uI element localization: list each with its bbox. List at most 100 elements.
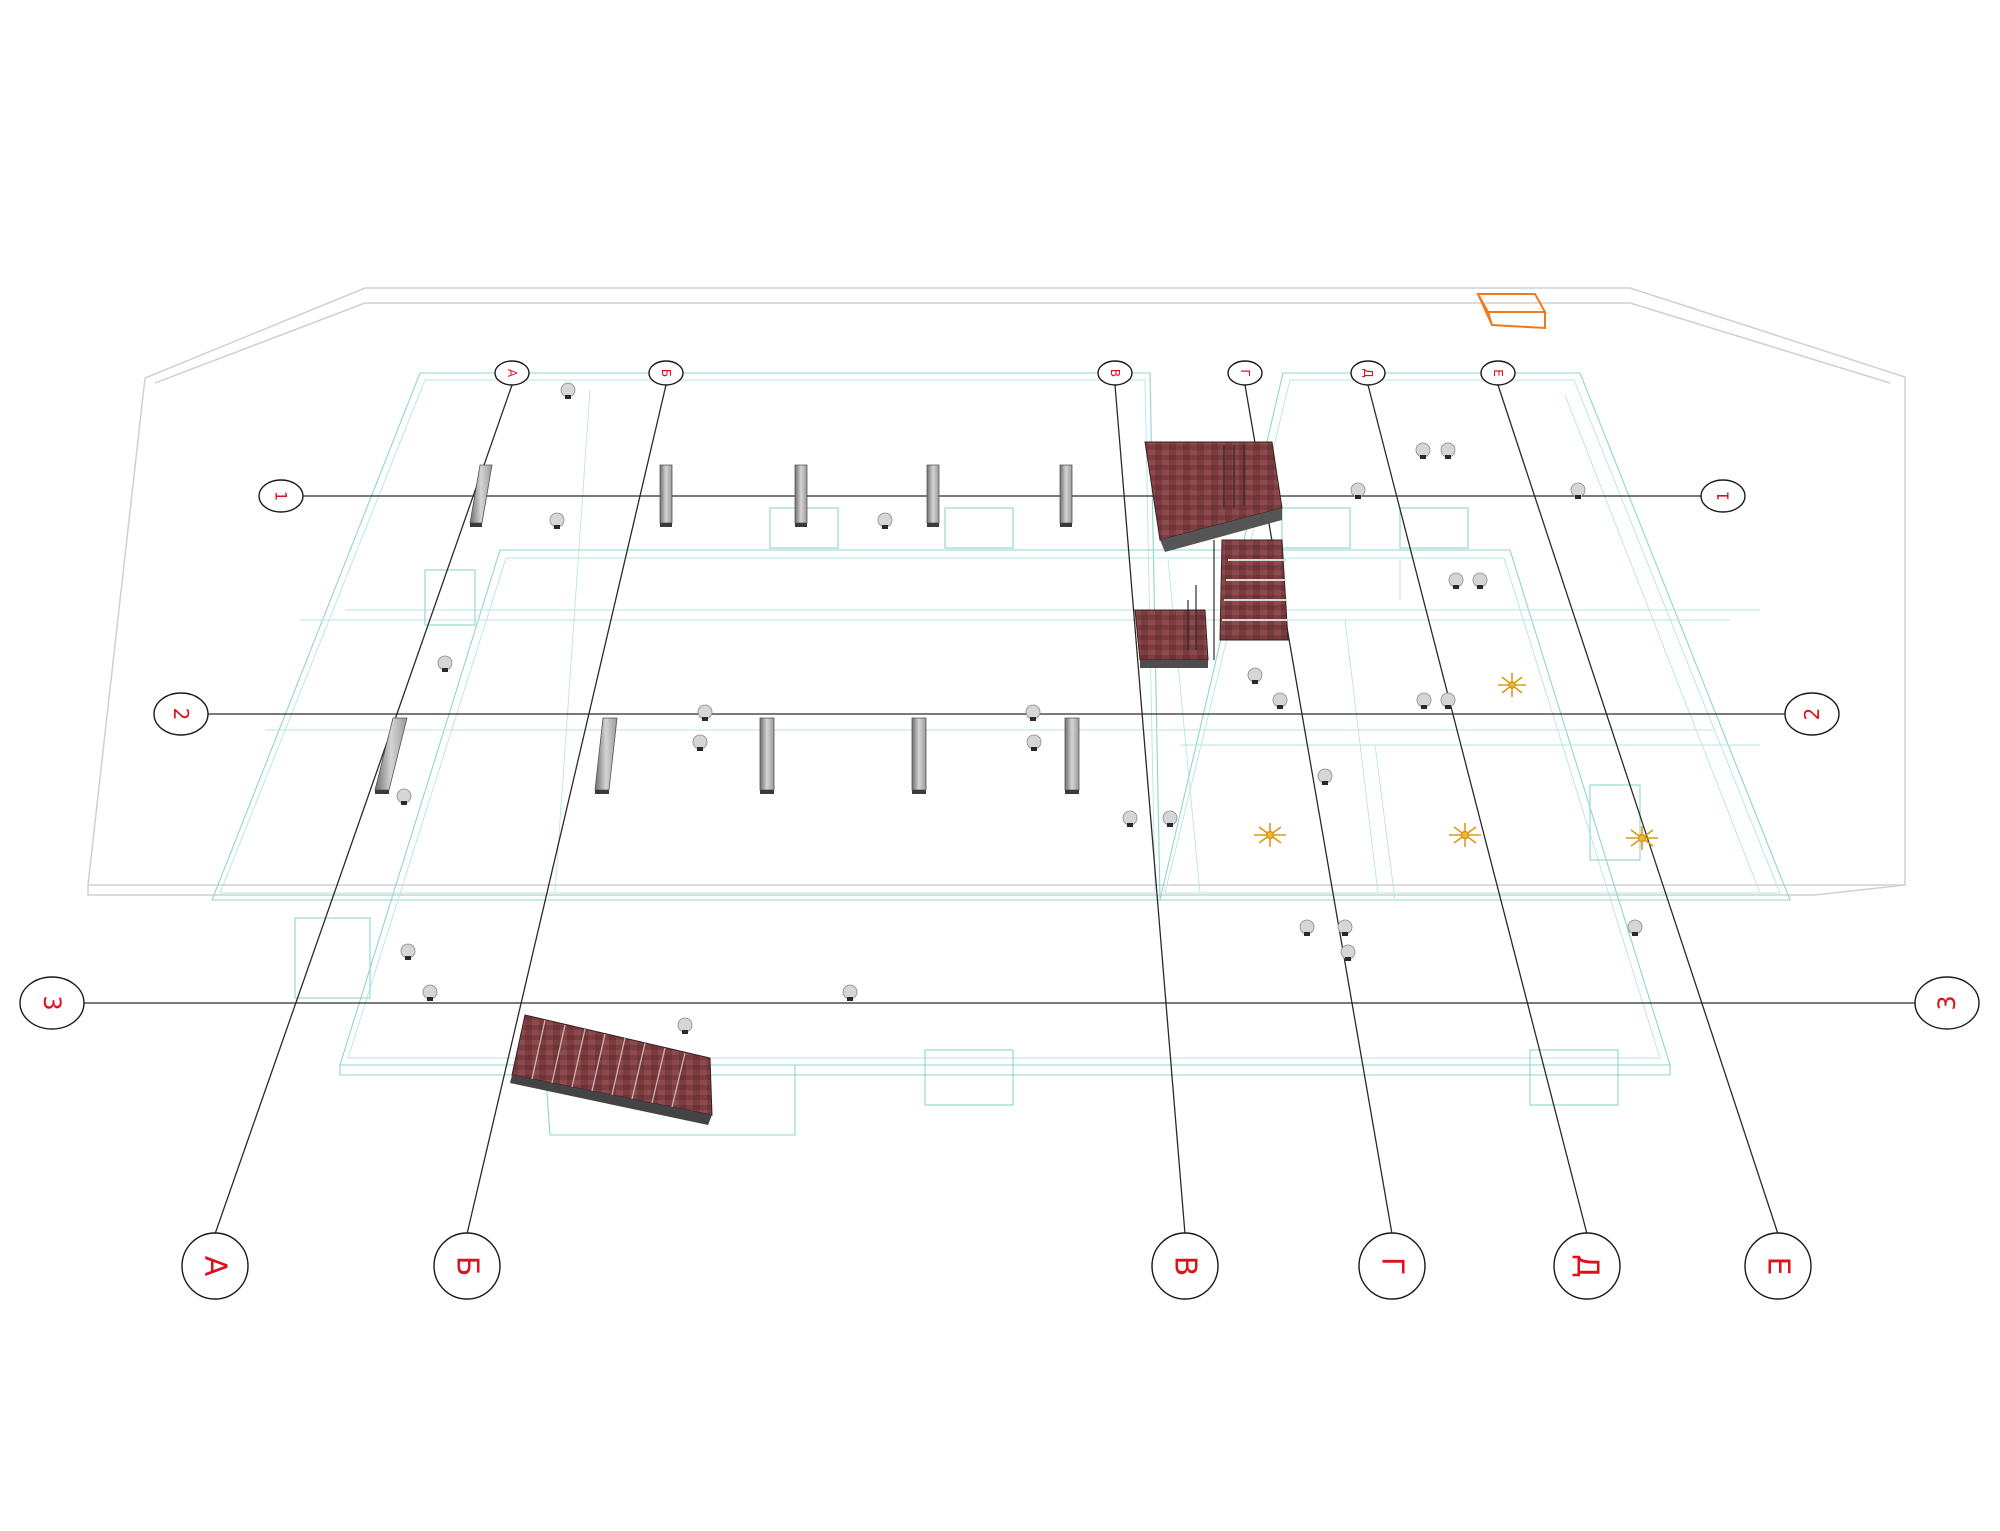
- axis-bubble-right-1: 1: [1700, 479, 1746, 513]
- light-fixture-base: [405, 956, 411, 960]
- light-fixture: [1299, 919, 1315, 935]
- column-base: [795, 523, 807, 527]
- light-fixture: [1472, 572, 1488, 588]
- axis-bubble-top-3: В: [1097, 360, 1133, 386]
- light-fixture-base: [1453, 585, 1459, 589]
- column: [926, 464, 940, 524]
- light-fixture-base: [1355, 495, 1361, 499]
- light-fixture: [1440, 692, 1456, 708]
- light-fixture-base: [1322, 781, 1328, 785]
- column-base: [1060, 523, 1072, 527]
- light-fixture-base: [1445, 705, 1451, 709]
- outer-slab-outline: [87, 287, 1906, 896]
- light-fixture-base: [1127, 823, 1133, 827]
- column-base: [595, 790, 609, 794]
- column-base: [760, 790, 774, 794]
- axis-bubble-bottom-2: Б: [433, 1232, 501, 1300]
- light-fixture-base: [1167, 823, 1173, 827]
- light-fixture-base: [554, 525, 560, 529]
- light-fixture: [1570, 482, 1586, 498]
- axis-bubble-bottom-2-label: Б: [450, 1256, 485, 1277]
- grid-line-1: [214, 384, 513, 1235]
- light-fixture: [396, 788, 412, 804]
- axis-bubble-left-2: 2: [153, 692, 209, 736]
- chandelier-icon: [1254, 823, 1286, 847]
- light-fixture: [549, 512, 565, 528]
- chandelier-icon: [1626, 826, 1658, 850]
- light-fixture-base: [682, 1030, 688, 1034]
- axis-bubble-bottom-5: Д: [1553, 1232, 1621, 1300]
- ceiling-lights: [396, 382, 1643, 1034]
- axis-bubble-left-1-label: 1: [272, 491, 291, 501]
- light-fixture-base: [1345, 957, 1351, 961]
- column-base: [1065, 790, 1079, 794]
- light-fixture: [437, 655, 453, 671]
- light-fixture: [1122, 810, 1138, 826]
- axis-bubble-right-2: 2: [1784, 692, 1840, 736]
- light-fixture: [1337, 919, 1353, 935]
- axis-bubble-top-1-label: А: [505, 369, 519, 378]
- axis-bubble-left-3-label: 3: [38, 995, 66, 1010]
- chandelier-icon: [1498, 673, 1526, 697]
- axis-bubble-bottom-4: Г: [1358, 1232, 1426, 1300]
- grid-line-6: [1497, 384, 1779, 1235]
- light-fixture-base: [442, 668, 448, 672]
- axis-bubble-bottom-6-label: Е: [1761, 1257, 1796, 1276]
- staircase-entrance: [510, 1014, 713, 1125]
- wireframe-slabs: [211, 372, 1791, 1136]
- light-fixture: [677, 1017, 693, 1033]
- column: [1064, 717, 1080, 791]
- axis-bubble-bottom-3-label: В: [1168, 1256, 1203, 1277]
- column: [911, 717, 927, 791]
- light-fixture: [1340, 944, 1356, 960]
- light-fixture: [422, 984, 438, 1000]
- axis-bubble-top-5-label: Д: [1361, 368, 1375, 377]
- light-fixture-base: [1252, 680, 1258, 684]
- axis-bubble-bottom-6: Е: [1744, 1232, 1812, 1300]
- light-fixture-base: [1445, 455, 1451, 459]
- chandelier-icon: [1449, 823, 1481, 847]
- axis-bubble-top-2: Б: [648, 360, 684, 386]
- light-fixture: [842, 984, 858, 1000]
- axis-bubble-right-3: 3: [1914, 976, 1980, 1030]
- axis-bubble-top-3-label: В: [1108, 369, 1122, 377]
- skylight-frame: [1476, 293, 1547, 330]
- axis-bubble-right-2-label: 2: [1800, 708, 1824, 721]
- light-fixture: [697, 704, 713, 720]
- columns: [374, 464, 1080, 794]
- light-fixture: [1162, 810, 1178, 826]
- light-fixture: [1627, 919, 1643, 935]
- column: [759, 717, 775, 791]
- axis-bubble-top-1: А: [494, 360, 530, 386]
- light-fixture-base: [1575, 495, 1581, 499]
- light-fixture: [1026, 734, 1042, 750]
- grid-line-2: [466, 384, 667, 1235]
- column-base: [927, 523, 939, 527]
- column: [594, 717, 618, 791]
- light-fixture-base: [1277, 705, 1283, 709]
- light-fixture: [1415, 442, 1431, 458]
- light-fixture-base: [1477, 585, 1483, 589]
- light-fixture-base: [1420, 455, 1426, 459]
- light-fixture: [877, 512, 893, 528]
- light-fixture-base: [1030, 717, 1036, 721]
- grid-line-5: [1367, 384, 1588, 1235]
- light-fixture-base: [1304, 932, 1310, 936]
- column: [1059, 464, 1073, 524]
- axis-bubble-top-6-label: Е: [1491, 369, 1505, 377]
- column: [374, 717, 408, 791]
- grid-line-3: [1114, 384, 1186, 1235]
- light-fixture-base: [1342, 932, 1348, 936]
- axis-bubble-right-1-label: 1: [1714, 491, 1733, 501]
- axis-bubble-right-3-label: 3: [1933, 995, 1961, 1010]
- column-base: [912, 790, 926, 794]
- axis-bubble-bottom-4-label: Г: [1375, 1257, 1410, 1275]
- light-fixture: [1317, 768, 1333, 784]
- light-fixture: [560, 382, 576, 398]
- axis-bubble-top-2-label: Б: [659, 369, 673, 377]
- light-fixture-base: [1632, 932, 1638, 936]
- light-fixture-base: [697, 747, 703, 751]
- grid-axis-lines: [82, 384, 1917, 1235]
- light-fixture-base: [427, 997, 433, 1001]
